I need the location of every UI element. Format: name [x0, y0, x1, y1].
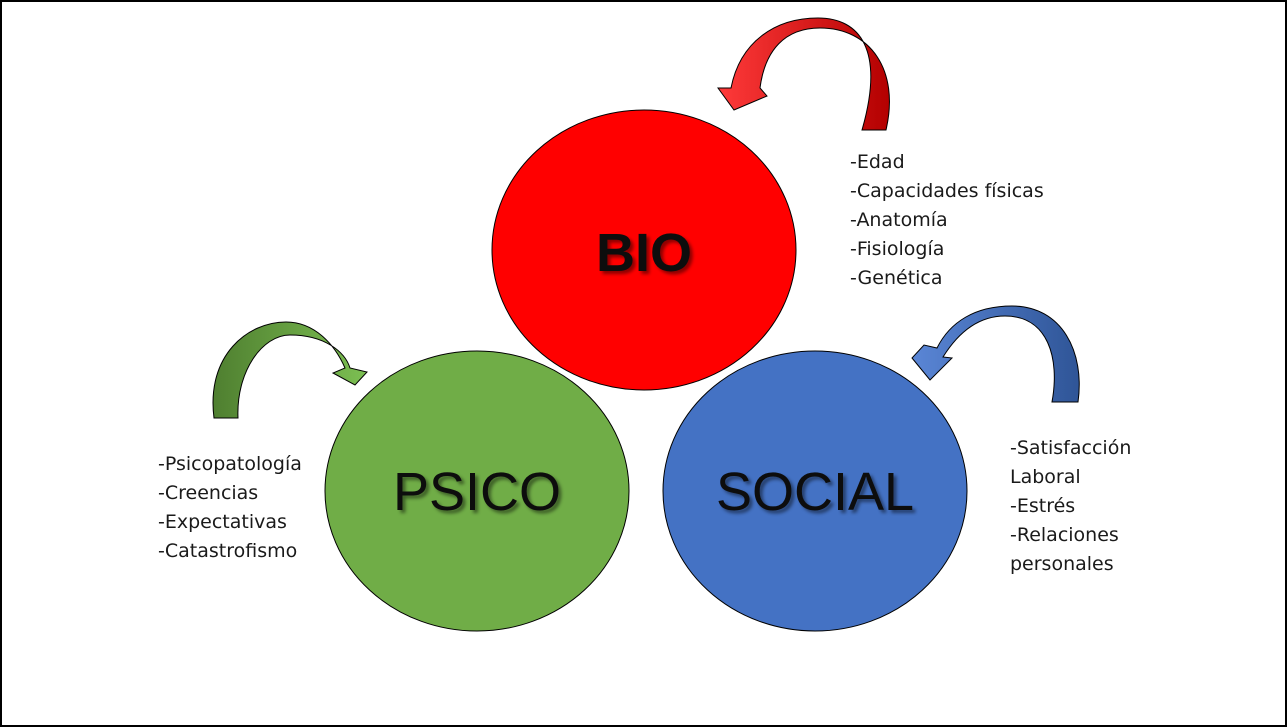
list-item: -Creencias — [158, 482, 259, 504]
list-item: -Relaciones — [1010, 524, 1119, 546]
psico-factor-list: -Psicopatología -Creencias -Expectativas… — [158, 450, 302, 566]
list-item: -Edad — [850, 151, 905, 173]
list-item: -Expectativas — [158, 511, 287, 533]
list-item: -Estrés — [1010, 495, 1076, 517]
social-factor-list: -Satisfacción Laboral -Estrés -Relacione… — [1010, 434, 1131, 579]
list-item: -Anatomía — [850, 209, 948, 231]
list-item: -Catastrofismo — [158, 540, 298, 562]
circle-label-social: SOCIAL — [715, 462, 915, 522]
bio-factor-list: -Edad -Capacidades físicas -Anatomía -Fi… — [850, 148, 1044, 293]
list-item: Laboral — [1010, 466, 1081, 488]
circle-bio — [491, 109, 797, 391]
list-item: -Capacidades físicas — [850, 180, 1044, 202]
circle-social — [662, 350, 968, 632]
curved-arrow-red — [717, 17, 890, 131]
list-item: personales — [1010, 553, 1114, 575]
list-item: -Psicopatología — [158, 453, 302, 475]
curved-arrow-green — [212, 321, 368, 419]
curved-arrow-blue — [911, 305, 1080, 403]
list-item: -Fisiología — [850, 238, 945, 260]
list-item: -Satisfacción — [1010, 437, 1132, 459]
circle-psico — [324, 350, 630, 632]
list-item: -Genética — [850, 267, 943, 289]
circle-label-bio: BIO — [595, 223, 692, 283]
circle-label-psico: PSICO — [392, 462, 562, 522]
